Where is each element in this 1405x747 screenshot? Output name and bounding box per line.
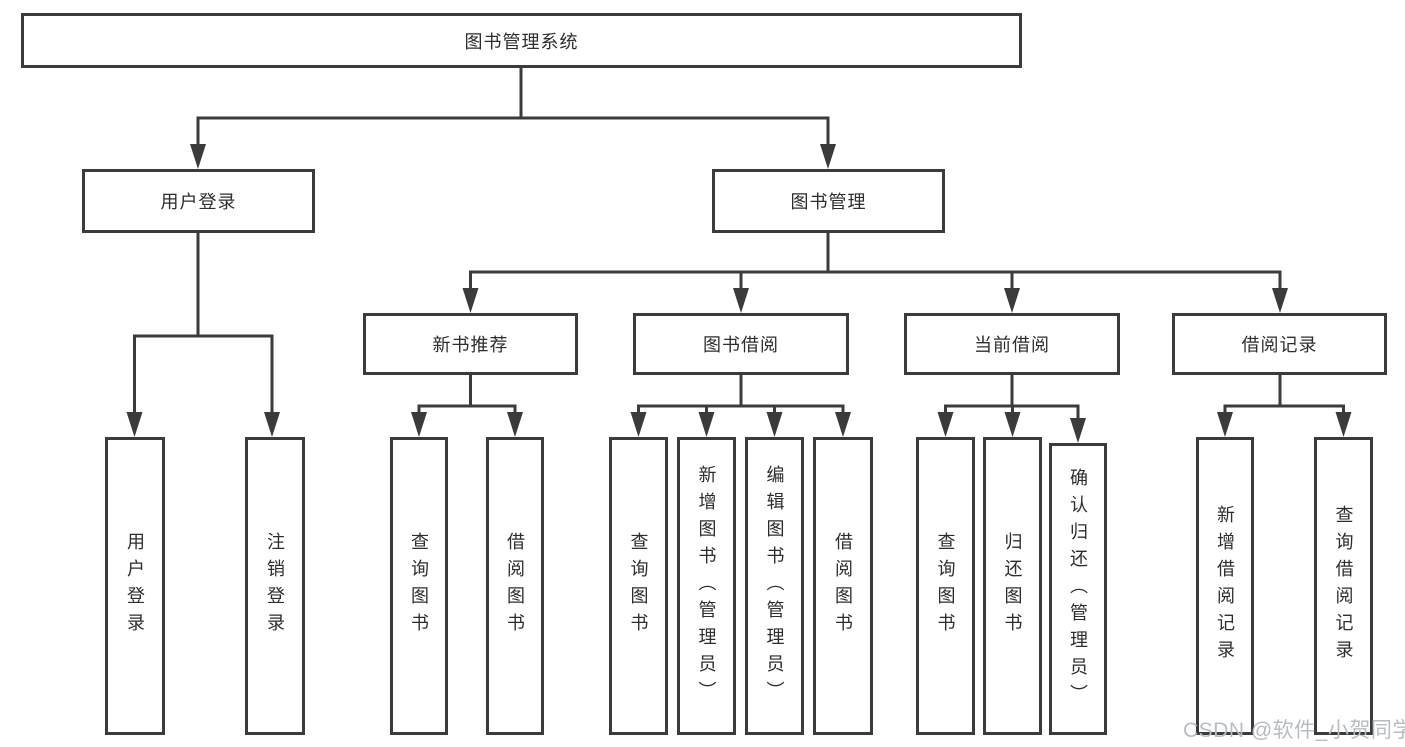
leaf-user-login-label: 用户登录: [125, 532, 145, 640]
node-new-book-recommend: 新书推荐: [363, 313, 578, 375]
connector-stems: [133, 66, 1345, 421]
leaf-edit-books-admin: 编辑图书（管理员）: [745, 437, 804, 735]
node-borrowing-records-label: 借阅记录: [1241, 335, 1318, 355]
leaf-confirm-return-admin: 确认归还（管理员）: [1049, 443, 1107, 735]
leaf-logout: 注销登录: [245, 437, 305, 735]
leaf-recommend-query-books: 查询图书: [390, 437, 448, 735]
leaf-borrow-books-label: 借阅图书: [833, 532, 853, 640]
leaf-return-books: 归还图书: [983, 437, 1042, 735]
node-borrowing-records: 借阅记录: [1172, 313, 1387, 375]
node-user-login-label: 用户登录: [160, 192, 237, 212]
node-book-management: 图书管理: [712, 169, 945, 233]
node-root-library-system: 图书管理系统: [21, 13, 1022, 68]
leaf-current-query-books-label: 查询图书: [935, 532, 956, 640]
node-new-book-recommend-label: 新书推荐: [432, 335, 509, 355]
node-user-login: 用户登录: [82, 169, 315, 233]
leaf-edit-books-admin-label: 编辑图书（管理员）: [764, 464, 785, 708]
node-book-borrowing: 图书借阅: [633, 313, 849, 375]
leaf-return-books-label: 归还图书: [1002, 532, 1023, 640]
leaf-query-borrow-record-label: 查询借阅记录: [1333, 505, 1354, 667]
leaf-add-books-admin: 新增图书（管理员）: [677, 437, 736, 735]
leaf-recommend-borrow-books: 借阅图书: [486, 437, 544, 735]
leaf-user-login: 用户登录: [105, 437, 165, 735]
leaf-query-borrow-record: 查询借阅记录: [1314, 437, 1373, 735]
leaf-add-borrow-record-label: 新增借阅记录: [1215, 505, 1235, 667]
leaf-current-query-books: 查询图书: [916, 437, 975, 735]
node-current-borrowing-label: 当前借阅: [974, 335, 1050, 355]
node-book-management-label: 图书管理: [790, 192, 867, 212]
leaf-confirm-return-admin-label: 确认归还（管理员）: [1068, 467, 1088, 711]
node-current-borrowing: 当前借阅: [904, 313, 1120, 375]
leaf-recommend-borrow-books-label: 借阅图书: [505, 532, 525, 640]
leaf-logout-label: 注销登录: [265, 532, 285, 640]
leaf-add-borrow-record: 新增借阅记录: [1196, 437, 1254, 735]
leaf-borrowing-query-books: 查询图书: [609, 437, 668, 735]
leaf-add-books-admin-label: 新增图书（管理员）: [696, 464, 717, 708]
node-book-borrowing-label: 图书借阅: [703, 335, 779, 355]
connector-arrowheads: [126, 144, 1352, 443]
node-root-label: 图书管理系统: [464, 31, 579, 52]
leaf-recommend-query-books-label: 查询图书: [409, 532, 429, 640]
leaf-borrow-books: 借阅图书: [813, 437, 873, 735]
leaf-borrowing-query-books-label: 查询图书: [628, 532, 649, 640]
csdn-watermark: CSDN @软件_小贺同学: [1183, 719, 1405, 742]
